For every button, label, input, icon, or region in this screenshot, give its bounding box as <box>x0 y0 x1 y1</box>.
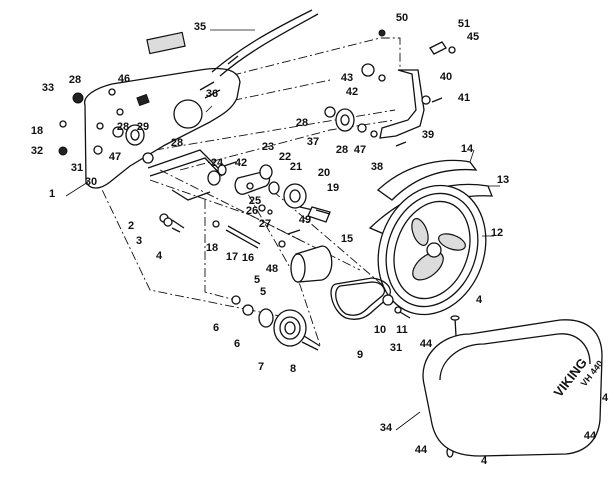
callout-label: 10 <box>374 324 386 336</box>
callout-label: 4 <box>602 392 609 404</box>
callout-label: 12 <box>491 227 503 239</box>
callout-label: 11 <box>396 324 408 336</box>
callout-label: 28 <box>296 117 308 129</box>
callout-label: 18 <box>206 242 218 254</box>
assembly-guide-lines <box>94 37 401 346</box>
small-hardware <box>58 88 261 249</box>
callout-label: 2 <box>128 220 134 232</box>
callout-label: 43 <box>341 72 353 84</box>
callout-label: 37 <box>307 136 319 148</box>
callout-label: 46 <box>118 73 130 85</box>
drive-pulley <box>231 294 411 351</box>
callout-label: 35 <box>194 21 206 33</box>
callout-label: 20 <box>318 167 330 179</box>
idler-pulley <box>258 183 331 223</box>
side-plate <box>83 67 241 189</box>
callout-label: 42 <box>235 157 247 169</box>
callout-label: 36 <box>206 88 218 100</box>
callout-label: 4 <box>481 455 488 467</box>
callout-label: 7 <box>258 361 264 373</box>
callout-label: 9 <box>357 349 363 361</box>
callout-label: 8 <box>290 363 296 375</box>
main-pulley-wheel <box>377 184 487 316</box>
callout-label: 33 <box>42 82 54 94</box>
callout-label: 31 <box>71 162 83 174</box>
callout-label: 50 <box>396 12 408 24</box>
callout-label: 24 <box>211 157 224 169</box>
callout-label: 47 <box>109 151 121 163</box>
callout-label: 39 <box>422 129 434 141</box>
callout-label: 26 <box>246 205 258 217</box>
callout-label: 44 <box>584 430 597 442</box>
callout-label: 21 <box>290 161 302 173</box>
callout-label: 48 <box>266 263 278 275</box>
drive-belt <box>330 277 391 320</box>
callout-label: 44 <box>420 338 433 350</box>
callout-label: 14 <box>461 143 474 155</box>
callout-label: 28 <box>117 121 129 133</box>
callout-label: 44 <box>415 444 428 456</box>
callout-label: 6 <box>234 338 240 350</box>
callout-label: 51 <box>458 18 470 30</box>
callout-label: 29 <box>137 121 149 133</box>
callout-label: 1 <box>49 188 55 200</box>
callout-label: 28 <box>336 144 348 156</box>
callout-label: 3 <box>136 235 142 247</box>
callout-label: 27 <box>259 218 271 230</box>
callout-label: 6 <box>213 322 219 334</box>
callout-label: 38 <box>371 161 383 173</box>
callout-label: 34 <box>380 422 393 434</box>
callout-label: 15 <box>341 233 353 245</box>
callout-label: 23 <box>262 141 274 153</box>
guide-roller <box>324 63 386 138</box>
callout-label: 47 <box>354 144 366 156</box>
callout-label: 30 <box>85 176 97 188</box>
callout-label: 45 <box>467 31 479 43</box>
callout-label: 5 <box>254 274 260 286</box>
belt-cover: VIKING VH 440 <box>422 319 605 457</box>
callout-label: 22 <box>279 151 291 163</box>
callout-label: 18 <box>31 125 43 137</box>
callout-label: 32 <box>31 145 43 157</box>
callout-label: 28 <box>171 137 183 149</box>
callout-label: 25 <box>249 195 261 207</box>
callout-label: 5 <box>260 286 266 298</box>
decal-plate <box>146 31 186 55</box>
drive-shaft <box>278 229 333 283</box>
callout-label: 19 <box>327 182 339 194</box>
callout-label: 42 <box>346 86 358 98</box>
mounting-bracket <box>378 29 456 147</box>
callout-label: 41 <box>458 92 470 104</box>
callout-label: 49 <box>299 214 311 226</box>
callout-label: 16 <box>242 252 254 264</box>
linkage-rods <box>147 149 237 201</box>
callout-label: 4 <box>156 250 163 262</box>
callout-label: 40 <box>440 71 452 83</box>
callout-label: 13 <box>497 174 509 186</box>
callout-label: 4 <box>476 294 483 306</box>
callout-label: 31 <box>390 342 402 354</box>
control-cables <box>199 9 319 99</box>
callout-label: 28 <box>69 74 81 86</box>
callout-label: 17 <box>226 251 238 263</box>
tension-arm <box>207 164 280 195</box>
callout-leaders <box>65 29 500 431</box>
